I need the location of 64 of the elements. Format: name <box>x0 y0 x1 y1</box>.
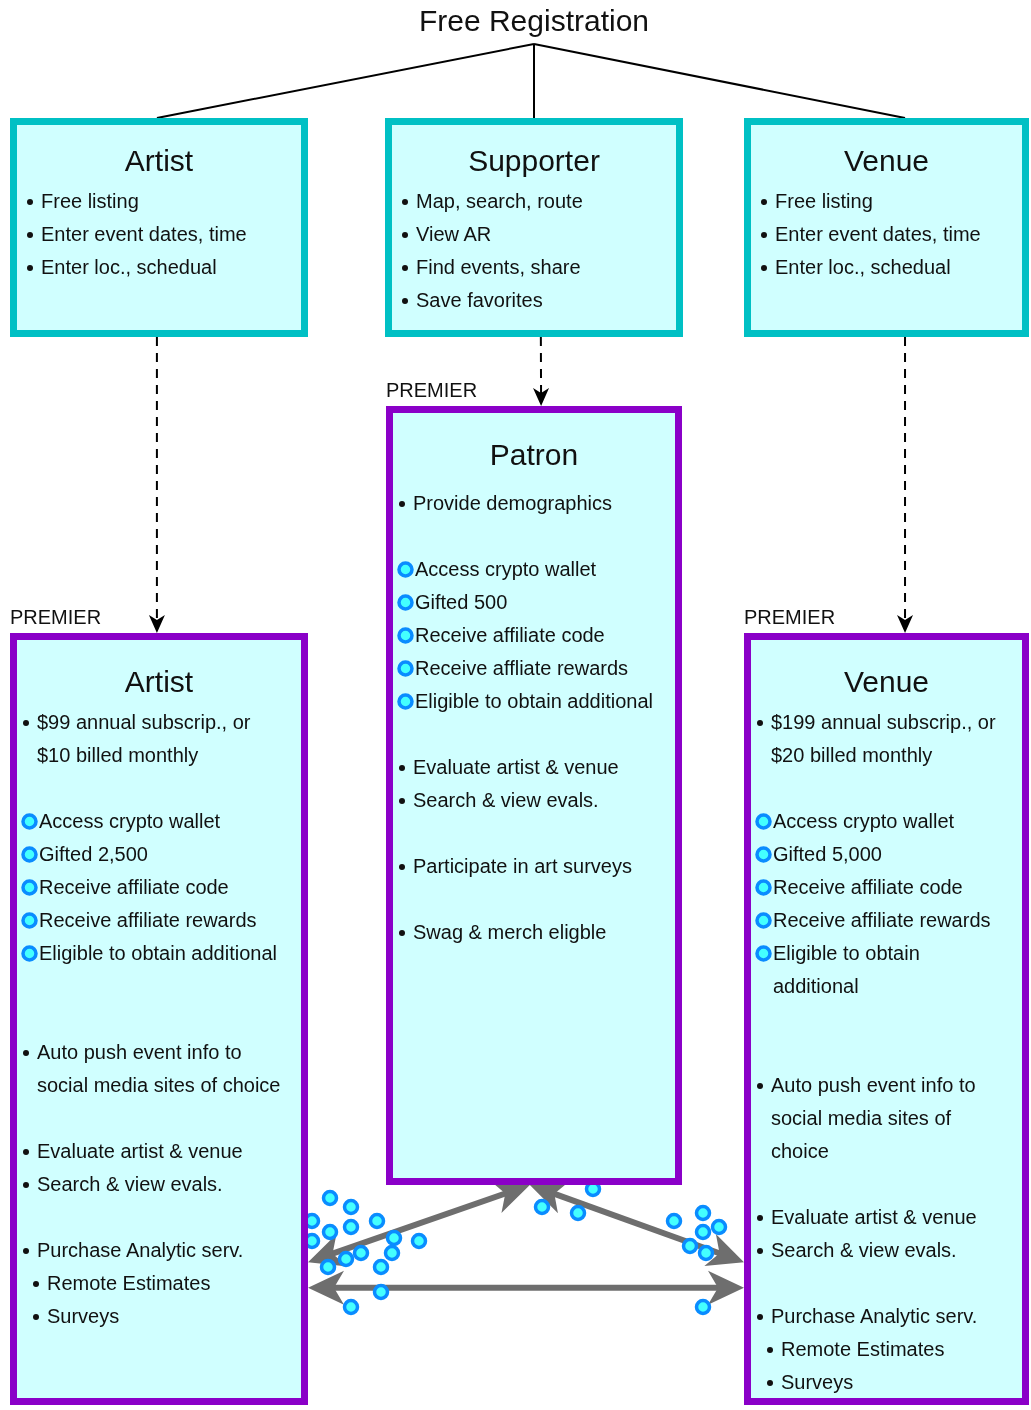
branch-line <box>533 43 535 119</box>
dashed-arrow <box>897 336 914 633</box>
feature-text: Enter event dates, time <box>775 222 981 247</box>
feature-text: $199 annual subscrip., or $20 billed monthly <box>771 710 997 768</box>
feature-text: Enter loc., schedual <box>775 255 951 280</box>
feature-text: Gifted 500 <box>415 590 508 615</box>
feature-text: $99 annual subscrip., or $10 billed monthly <box>37 710 252 768</box>
plan-box <box>744 118 1029 337</box>
feature-text: Provide demographics <box>413 491 612 516</box>
feature-text: Purchase Analytic serv. <box>771 1304 978 1329</box>
feature-text: Remote Estimates <box>781 1337 945 1362</box>
feature-text: Access crypto wallet <box>773 809 955 834</box>
branch-line <box>155 43 535 119</box>
feature-text: Free listing <box>41 189 139 214</box>
feature-text: Surveys <box>781 1370 854 1395</box>
feature-text: Access crypto wallet <box>415 557 597 582</box>
feature-text: Eligible to obtain additional <box>39 941 277 966</box>
box-title: Patron <box>488 437 580 473</box>
feature-text: Purchase Analytic serv. <box>37 1238 244 1263</box>
feature-text: Surveys <box>47 1304 120 1329</box>
branch-line <box>533 43 907 119</box>
feature-text: Receive affiliate code <box>773 875 963 900</box>
box-title: Venue <box>842 664 931 700</box>
feature-text: Participate in art surveys <box>413 854 632 879</box>
dashed-arrow <box>533 336 550 406</box>
feature-text: Save favorites <box>416 288 543 313</box>
box-title: Artist <box>123 664 195 700</box>
feature-text: Gifted 5,000 <box>773 842 882 867</box>
feature-text: Evaluate artist & venue <box>413 755 619 780</box>
feature-text: Receive affiliate rewards <box>39 908 257 933</box>
double-arrow <box>308 1270 744 1305</box>
feature-text: Search & view evals. <box>413 788 599 813</box>
feature-text: Swag & merch eligble <box>413 920 607 945</box>
plan-box <box>385 118 683 337</box>
feature-text: Auto push event info to social media sites of choice <box>37 1040 282 1098</box>
feature-text: Find events, share <box>416 255 581 280</box>
feature-text: Evaluate artist & venue <box>37 1139 243 1164</box>
box-title: Supporter <box>467 143 601 179</box>
feature-text: Eligible to obtain additional <box>773 941 921 999</box>
box-title: Artist <box>123 143 195 179</box>
feature-text: View AR <box>416 222 492 247</box>
feature-text: Enter loc., schedual <box>41 255 217 280</box>
tier-label: PREMIER <box>744 605 836 630</box>
feature-text: Eligible to obtain additional <box>415 689 653 714</box>
feature-text: Map, search, route <box>416 189 583 214</box>
feature-text: Evaluate artist & venue <box>771 1205 977 1230</box>
feature-text: Gifted 2,500 <box>39 842 148 867</box>
tier-label: PREMIER <box>10 605 102 630</box>
box-title: Venue <box>842 143 931 179</box>
feature-text: Auto push event info to social media sites of choice <box>771 1073 977 1164</box>
feature-text: Free listing <box>775 189 873 214</box>
feature-text: Search & view evals. <box>37 1172 223 1197</box>
feature-text: Receive affiliate code <box>415 623 605 648</box>
feature-text: Access crypto wallet <box>39 809 221 834</box>
dashed-arrow <box>148 336 165 633</box>
feature-text: Remote Estimates <box>47 1271 211 1296</box>
heading-text: Free Registration <box>380 0 688 44</box>
feature-text: Enter event dates, time <box>41 222 247 247</box>
plan-box <box>10 118 308 337</box>
tier-label: PREMIER <box>386 378 478 403</box>
feature-text: Search & view evals. <box>771 1238 957 1263</box>
feature-text: Receive affiliate rewards <box>773 908 991 933</box>
feature-text: Receive affliate rewards <box>415 656 629 681</box>
feature-text: Receive affiliate code <box>39 875 229 900</box>
